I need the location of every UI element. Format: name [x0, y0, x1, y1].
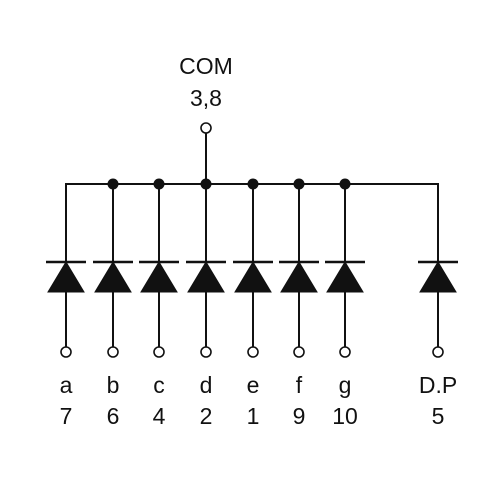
pin-f [293, 346, 305, 358]
pin-a [60, 346, 72, 358]
diode-dp [419, 261, 457, 293]
common-label: COM [179, 53, 233, 79]
diode-g [326, 261, 364, 293]
pin-labels: a 7 b 6 c 4 d 2 e 1 f 9 g 10 D.P 5 [60, 372, 458, 429]
segment-label-c: c [153, 372, 165, 398]
pin-number-c: 4 [153, 403, 166, 429]
diode-e [234, 261, 272, 293]
diode-b [94, 261, 132, 293]
common-pins-label: 3,8 [190, 85, 222, 111]
segment-label-a: a [60, 372, 73, 398]
diode-a [47, 261, 85, 293]
circuit [46, 122, 458, 358]
segment-label-b: b [107, 372, 120, 398]
diode-c [140, 261, 178, 293]
pin-number-g: 10 [332, 403, 358, 429]
pin-b [107, 346, 119, 358]
pin-e [247, 346, 259, 358]
common-pin [200, 122, 212, 134]
pin-number-e: 1 [247, 403, 260, 429]
pin-d [200, 346, 212, 358]
pin-dp [432, 346, 444, 358]
pin-number-a: 7 [60, 403, 73, 429]
pin-number-f: 9 [293, 403, 306, 429]
segment-label-d: d [200, 372, 213, 398]
segment-label-g: g [339, 372, 352, 398]
pin-number-dp: 5 [432, 403, 445, 429]
pin-g [339, 346, 351, 358]
pin-c [153, 346, 165, 358]
pin-number-d: 2 [200, 403, 213, 429]
segment-label-dp: D.P [419, 372, 457, 398]
segment-label-f: f [296, 372, 303, 398]
diode-f [280, 261, 318, 293]
segment-label-e: e [247, 372, 260, 398]
diode-d [187, 261, 225, 293]
pin-number-b: 6 [107, 403, 120, 429]
